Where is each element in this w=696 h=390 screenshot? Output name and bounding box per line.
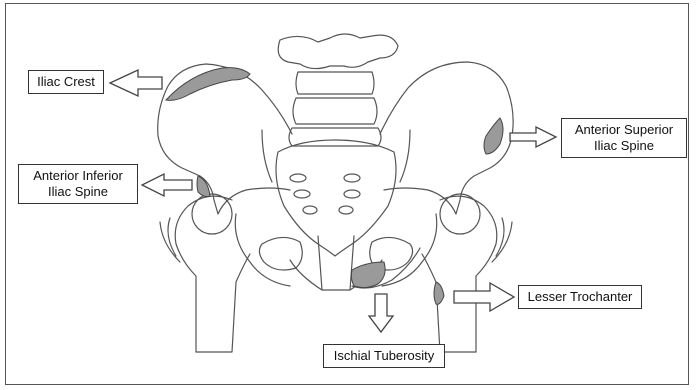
ischial-tuberosity-highlight	[351, 262, 385, 288]
asis-highlight	[484, 118, 503, 154]
iliac-crest-arrow	[110, 70, 162, 96]
ischial-tuberosity-text: Ischial Tuberosity	[329, 348, 439, 364]
sacrum-top	[293, 98, 377, 124]
aiis-arrow	[142, 174, 192, 196]
iliac-crest-label: Iliac Crest	[28, 70, 104, 94]
iliac-crest-highlight	[166, 68, 250, 101]
iliac-crest-text: Iliac Crest	[34, 74, 98, 90]
sacrum	[276, 140, 396, 256]
asis-text-line2: Iliac Spine	[567, 138, 681, 154]
lesser-trochanter-arrow	[454, 283, 514, 311]
lesser-trochanter-text: Lesser Trochanter	[524, 289, 636, 305]
left-ilium	[158, 64, 292, 214]
lesser-trochanter-label: Lesser Trochanter	[518, 285, 642, 309]
asis-text-line1: Anterior Superior	[567, 122, 681, 138]
right-femur	[422, 196, 497, 352]
left-femur	[175, 196, 250, 352]
lumbar-vertebra	[278, 34, 398, 69]
aiis-highlight	[197, 176, 210, 197]
lesser-trochanter-highlight	[434, 282, 444, 304]
aiis-text-line2: Iliac Spine	[24, 184, 132, 200]
ischial-tuberosity-arrow	[369, 294, 393, 332]
asis-arrow	[510, 127, 556, 147]
aiis-label: Anterior Inferior Iliac Spine	[18, 164, 138, 204]
asis-label: Anterior Superior Iliac Spine	[561, 118, 687, 158]
ischial-tuberosity-label: Ischial Tuberosity	[323, 344, 445, 368]
aiis-text-line1: Anterior Inferior	[24, 168, 132, 184]
